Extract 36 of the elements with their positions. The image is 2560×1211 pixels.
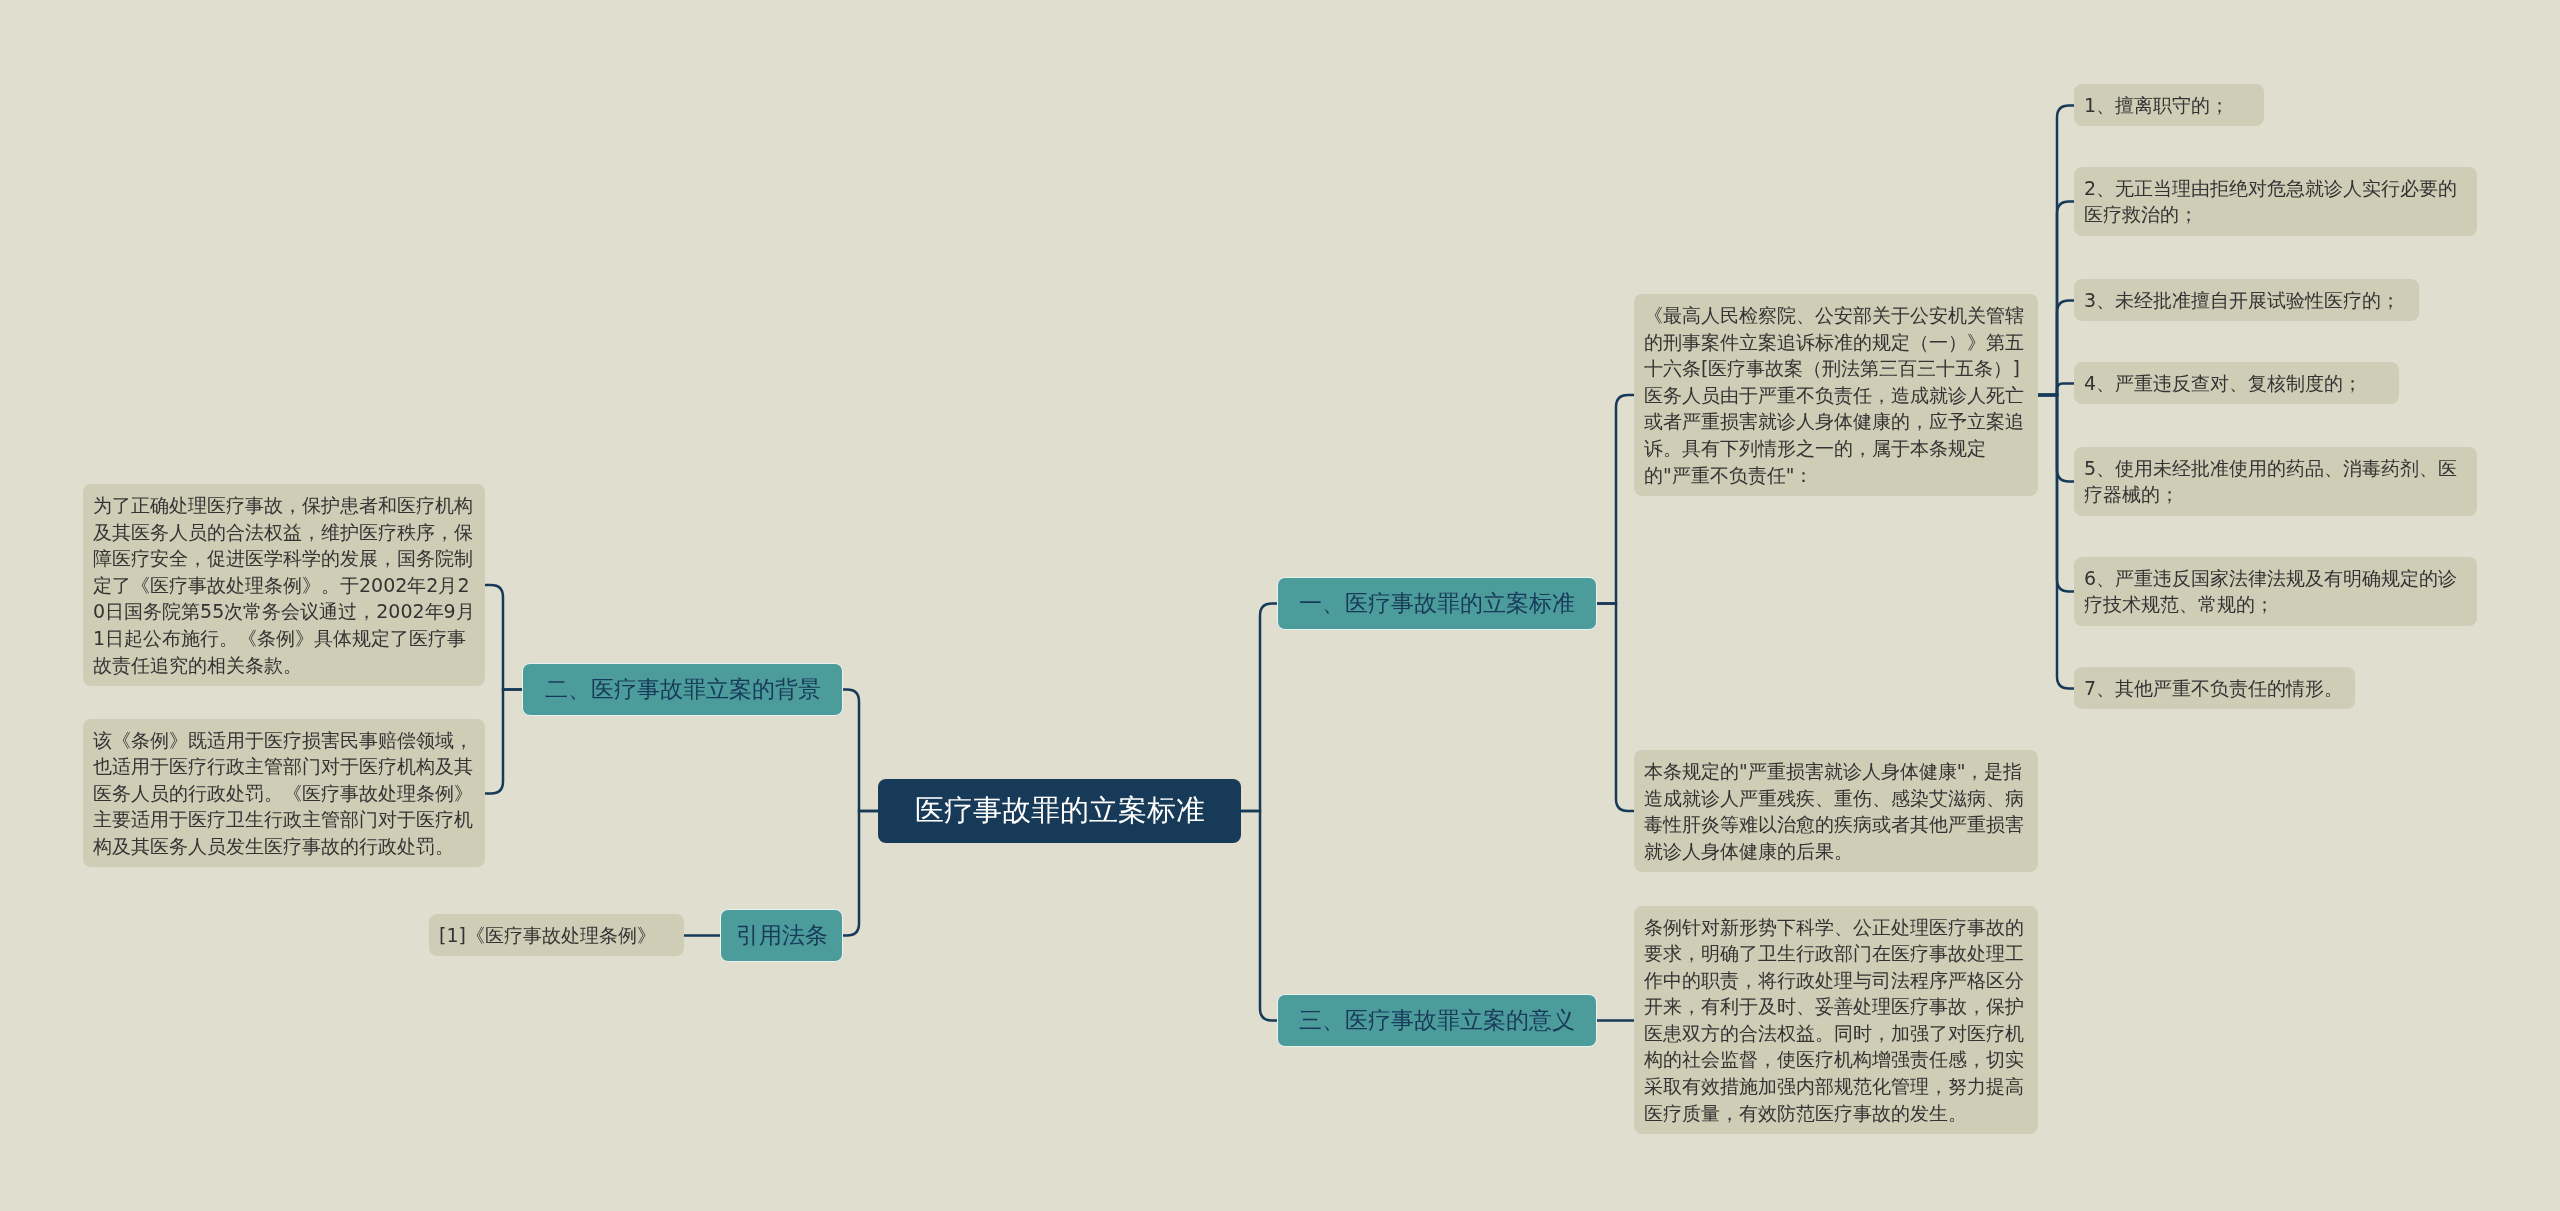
- topic-text: 医疗事故罪的立案标准: [913, 792, 1206, 829]
- topic-card: [2074, 361, 2399, 405]
- branch-topic: [1277, 993, 1597, 1047]
- topic-text: 引用法条: [734, 920, 829, 950]
- branch-topic: [720, 908, 843, 962]
- topic-card: [2074, 556, 2477, 626]
- topic-card: [2074, 278, 2419, 322]
- topic-text: 三、医疗事故罪立案的意义: [1298, 1005, 1576, 1035]
- topic-text: 6、严重违反国家法律法规及有明确规定的诊疗技术规范、常规的；: [2084, 565, 2459, 618]
- branch-topic: [522, 662, 843, 716]
- topic-card: [1634, 750, 2038, 873]
- connector-line: [1597, 1019, 1634, 1022]
- topic-text: 条例针对新形势下科学、公正处理医疗事故的要求，明确了卫生行政部门在医疗事故处理工作中的职责，将行政处理与司法程序严格区分开来，有利于及时、妥善处理医疗事故，保护医患双方的合法权益。同时，加强了对医疗机构的社会监督，使医疗机构增强责任感，切实采取有效措施加强内部规范化管理，努力提高医疗质量，有效防范医疗事故的发生。: [1644, 914, 2025, 1126]
- topic-text: 5、使用未经批准使用的药品、消毒药剂、医疗器械的；: [2084, 455, 2459, 508]
- connector-line: [2038, 393, 2074, 690]
- connector-line: [684, 934, 720, 937]
- central-topic: [878, 779, 1241, 843]
- topic-text: 二、医疗事故罪立案的背景: [543, 674, 822, 704]
- topic-text: 3、未经批准擅自开展试验性医疗的；: [2084, 287, 2402, 313]
- topic-text: 2、无正当理由拒绝对危急就诊人实行必要的医疗救治的；: [2084, 175, 2459, 228]
- topic-card: [2074, 446, 2477, 516]
- topic-text: [1]《医疗事故处理条例》: [439, 922, 657, 948]
- branch-topic: [1277, 576, 1597, 630]
- topic-text: 4、严重违反查对、复核制度的；: [2084, 370, 2364, 396]
- topic-card: [2074, 166, 2477, 236]
- topic-text: 一、医疗事故罪的立案标准: [1298, 588, 1576, 618]
- topic-text: 该《条例》既适用于医疗损害民事赔偿领域，也适用于医疗行政主管部门对于医疗机构及其医务人员的行政处罚。《医疗事故处理条例》主要适用于医疗卫生行政主管部门对于医疗机构及其医务人员发生医疗事故的行政处罚。: [93, 727, 474, 859]
- topic-text: 为了正确处理医疗事故，保护患者和医疗机构及其医务人员的合法权益，维护医疗秩序，保障医疗安全，促进医学科学的发展，国务院制定了《医疗事故处理条例》。于2002年2月20日国务院第55次常务会议通过，2002年9月1日起公布施行。《条例》具体规定了医疗事故责任追究的相关条款。: [93, 493, 475, 678]
- topic-card: [2074, 666, 2355, 710]
- topic-text: 本条规定的"严重损害就诊人身体健康"，是指造成就诊人严重残疾、重伤、感染艾滋病、病毒性肝炎等难以治愈的疾病或者其他严重损害就诊人身体健康的后果。: [1644, 759, 2025, 864]
- topic-card: [429, 913, 684, 957]
- topic-card: [83, 718, 485, 868]
- topic-text: 7、其他严重不负责任的情形。: [2084, 675, 2345, 701]
- topic-card: [2074, 83, 2264, 127]
- topic-text: 1、擅离职守的；: [2084, 92, 2231, 118]
- topic-text: 《最高人民检察院、公安部关于公安机关管辖的刑事案件立案追诉标准的规定（一）》第五十六条[医疗事故案（刑法第三百三十五条）] 医务人员由于严重不负责任，造成就诊人死亡或者严重损害就诊人身体健康的，应予立案追诉。具有下列情形之一的，属于本条规定的"严重不负责任"：: [1644, 303, 2025, 488]
